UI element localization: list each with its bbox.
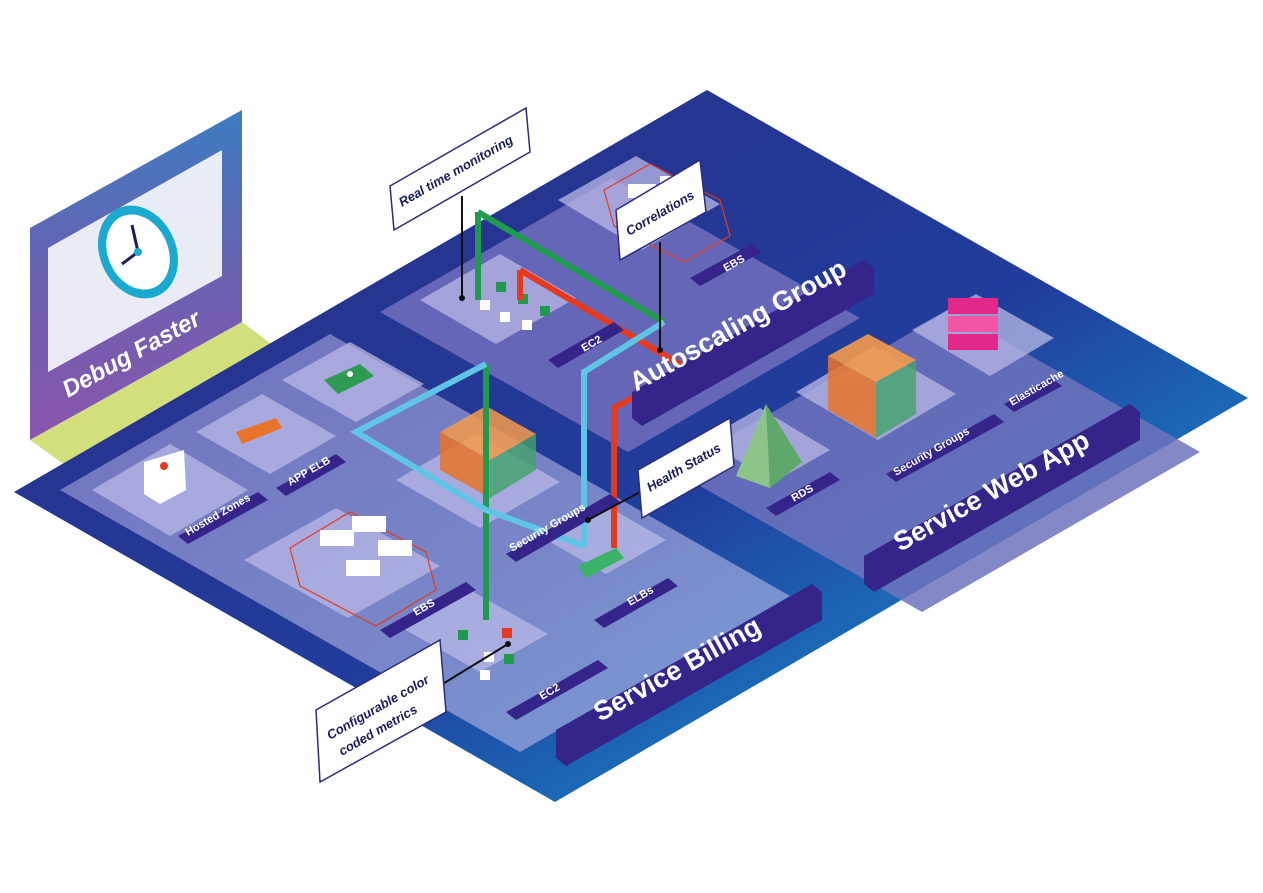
security-groups-cube-web <box>828 334 916 438</box>
link-lines <box>349 209 688 620</box>
elasticache-icon <box>948 298 998 350</box>
web-app-group-tile <box>672 310 1200 612</box>
route-icon-green <box>324 364 374 394</box>
hosted-zones-icon <box>144 450 186 504</box>
rds-pyramid <box>736 404 802 488</box>
clock-icon <box>98 205 178 299</box>
elbs-icon <box>578 548 624 578</box>
app-elb-icon <box>236 418 282 444</box>
debug-faster-panel: Debug Faster <box>30 110 282 470</box>
ec2-instances-billing <box>458 628 514 680</box>
autoscaling-group-tile <box>380 178 860 452</box>
ebs-volumes-billing <box>289 511 437 627</box>
